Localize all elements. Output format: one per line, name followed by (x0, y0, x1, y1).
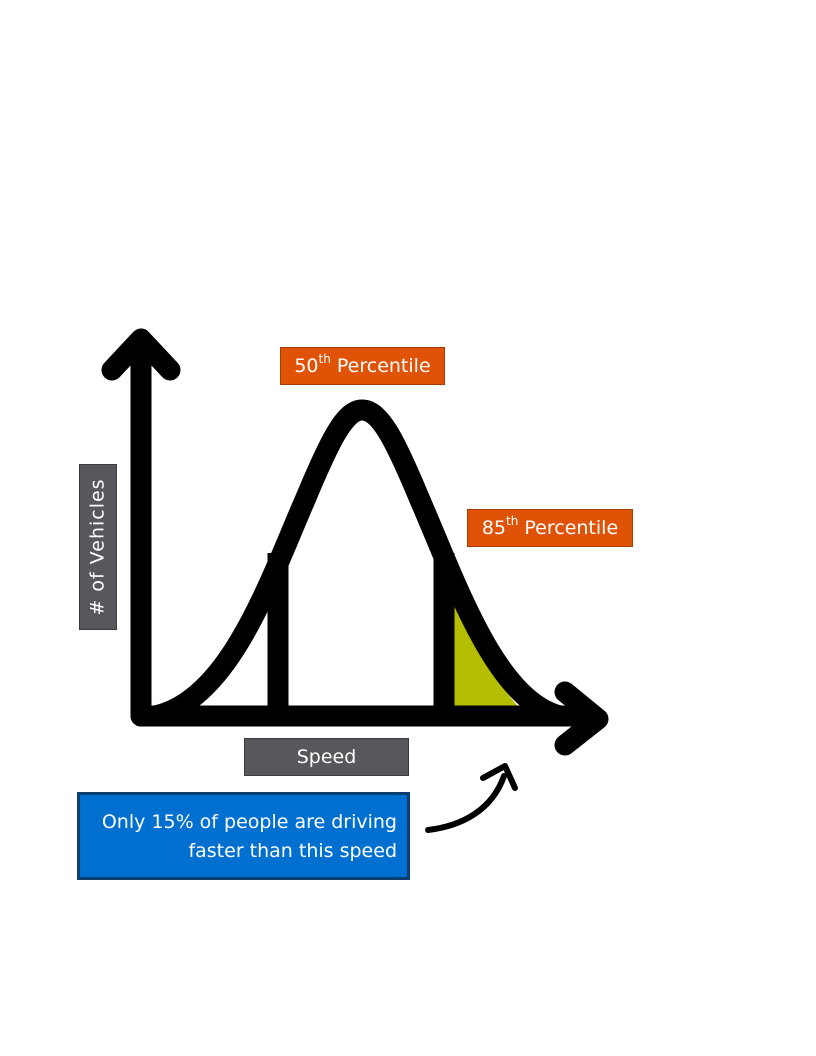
top-15-percent-tail (444, 580, 524, 712)
callout-box: Only 15% of people are driving faster th… (77, 792, 410, 880)
p50-number: 50 (294, 355, 319, 377)
bell-curve (144, 399, 571, 727)
callout-line-1: Only 15% of people are driving (101, 811, 397, 833)
p85-number: 85 (481, 517, 507, 539)
callout-arrowhead (480, 763, 518, 791)
p85-word: Percentile (524, 517, 619, 539)
y-axis-label-text: # of Vehicles (87, 478, 110, 616)
y-axis-label: # of Vehicles (79, 464, 117, 630)
x-axis-arrowhead (554, 681, 609, 756)
callout-arrow (425, 773, 507, 833)
callout-line-2: faster than this speed (188, 840, 397, 862)
x-axis-label-text: Speed (296, 746, 357, 768)
x-axis-label: Speed (244, 738, 409, 776)
y-axis-arrowhead (101, 328, 181, 381)
p50-word: Percentile (336, 355, 431, 377)
